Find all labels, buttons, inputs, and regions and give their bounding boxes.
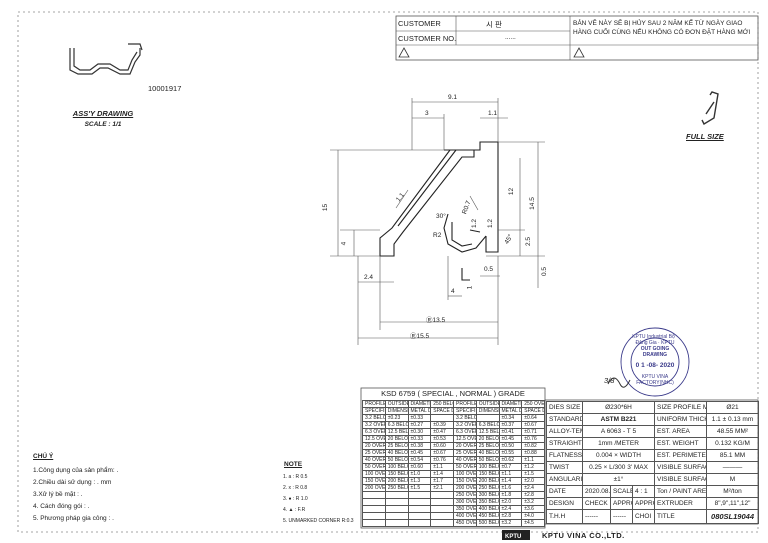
table-row: DESIGNCHECKAPPROAPPROEXTRUDER8",9",11",1… <box>546 497 760 510</box>
assy-scale: SCALE : 1/1 <box>84 121 122 128</box>
outgoing-stamp <box>620 327 690 397</box>
stamp-title: OUT GOING DRAWING <box>640 346 670 358</box>
stamp-ring-text: KPTU Industrial Bộ · Đảng Gia · KPTU <box>632 334 678 346</box>
dim-1-2a: 1.2 <box>471 218 479 229</box>
note-title: NOTE <box>284 461 303 468</box>
notes-vi-item: 1.Công dụng của sản phẩm: . <box>33 467 119 474</box>
dim-3: 3 <box>425 110 429 117</box>
table-row: 6.3 OVER12.5 BELOW±0.30±0.476.3 OVER12.5… <box>362 428 545 436</box>
dim-9-1: 9.1 <box>448 94 458 101</box>
table-row: 300 OVER350 BELOW±2.0±3.2 <box>362 498 545 506</box>
dim-30-deg: 30° <box>436 213 446 220</box>
full-size-label: FULL SIZE <box>686 132 724 141</box>
table-row: ANGULARITY±1°VISIBLE SURFACE LENGTHM <box>546 473 760 486</box>
assy-title: ASS'Y DRAWING <box>72 109 134 118</box>
dim-15-5: Ⓡ15.5 <box>410 333 430 340</box>
ksd-title: KSD 6759 ( SPECIAL , NORMAL ) GRADE <box>381 389 525 398</box>
dim-2-5: 2.5 <box>525 236 533 247</box>
signature-mark: 3/8 <box>604 376 615 385</box>
customer-no-value: ...... <box>505 34 516 41</box>
part-code: 10001917 <box>148 84 182 93</box>
revision-triangle-icon <box>398 47 585 58</box>
ksd-tolerance-table: PROFILEOUTSIDEDIAMETER250 BELOW PROFILEO… <box>362 400 545 527</box>
full-size-profile-icon <box>701 91 719 125</box>
dim-4: 4 <box>340 241 348 246</box>
dim-12: 12 <box>508 187 516 196</box>
notes-vi-item: 3.Xử lý bề mặt : . <box>33 491 83 498</box>
note-item: 2. x : R 0.8 <box>283 485 308 491</box>
assy-profile-icon <box>69 43 143 75</box>
dim-r2: R2 <box>433 232 442 239</box>
table-row: 400 OVER450 BELOW±2.8±4.0 <box>362 512 545 520</box>
table-row: 350 OVER400 BELOW±2.4±3.6 <box>362 505 545 513</box>
dim-1-2b: 1.2 <box>487 218 495 229</box>
customer-no-label: CUSTOMER NO. <box>398 34 457 43</box>
destroy-notice: BẢN VẼ NÀY SẼ BỊ HỦY SAU 2 NĂM KỂ TỪ NGÀ… <box>573 20 751 36</box>
dim-4b: 4 <box>451 288 455 295</box>
table-row: 250 OVER300 BELOW±1.8±2.8 <box>362 491 545 499</box>
customer-value: 시 판 <box>486 20 502 29</box>
dim-1: 1 <box>466 285 474 290</box>
stamp-company: KPTU VINA FACTORY(NHC) <box>636 374 674 386</box>
table-row: 3.2 BELOW±0.23±0.333.2 BELOW±0.34±0.64 <box>362 414 545 422</box>
dim-2-4: 2.4 <box>364 274 374 281</box>
table-row: SPECIFIEDDIMENSIONMETAL DIMSPACE DIMSPEC… <box>362 407 545 415</box>
note-item: 1. a : R 0.5 <box>283 474 308 480</box>
notes-vi-item: 2.Chiều dài sử dụng : . mm <box>33 479 112 486</box>
dim-14-5: 14.5 <box>528 197 536 210</box>
dim-0-5b: 0.5 <box>541 266 549 277</box>
dimension-lines <box>330 98 545 345</box>
signature <box>607 377 631 388</box>
stamp-date: 0 1 -08- 2020 <box>635 362 675 369</box>
dim-1-1-top: 1.1 <box>488 110 498 117</box>
company-logo: KPTU <box>502 530 530 540</box>
note-item: 5. UNMARKED CORNER R:0.3 <box>283 518 354 524</box>
svg-text:KPTU: KPTU <box>505 534 521 540</box>
note-item: 4. ▲ : F.R <box>283 507 306 513</box>
note-item: 3. ● : R 1.0 <box>283 496 308 502</box>
customer-label: CUSTOMER <box>398 19 441 28</box>
dim-0-5a: 0.5 <box>484 266 494 273</box>
table-row: 3.2 OVER6.3 BELOW±0.27±0.393.2 OVER6.3 B… <box>362 421 545 429</box>
notes-vi-title: CHÚ Ý <box>33 453 54 460</box>
profile-section <box>379 141 499 281</box>
notes-vi-item: 4. Cách đóng gói : . <box>33 503 90 510</box>
dim-15: 15 <box>322 203 330 212</box>
dim-13-5: Ⓡ13.5 <box>426 317 446 324</box>
company-name: KPTU VINA CO.,LTD. <box>542 531 625 540</box>
table-row: 450 OVER500 BELOW±3.2±4.5 <box>362 519 545 527</box>
notes-vi-item: 5. Phương pháp gia công : . <box>33 515 114 522</box>
table-row: PROFILEOUTSIDEDIAMETER250 BELOW PROFILEO… <box>362 400 545 408</box>
